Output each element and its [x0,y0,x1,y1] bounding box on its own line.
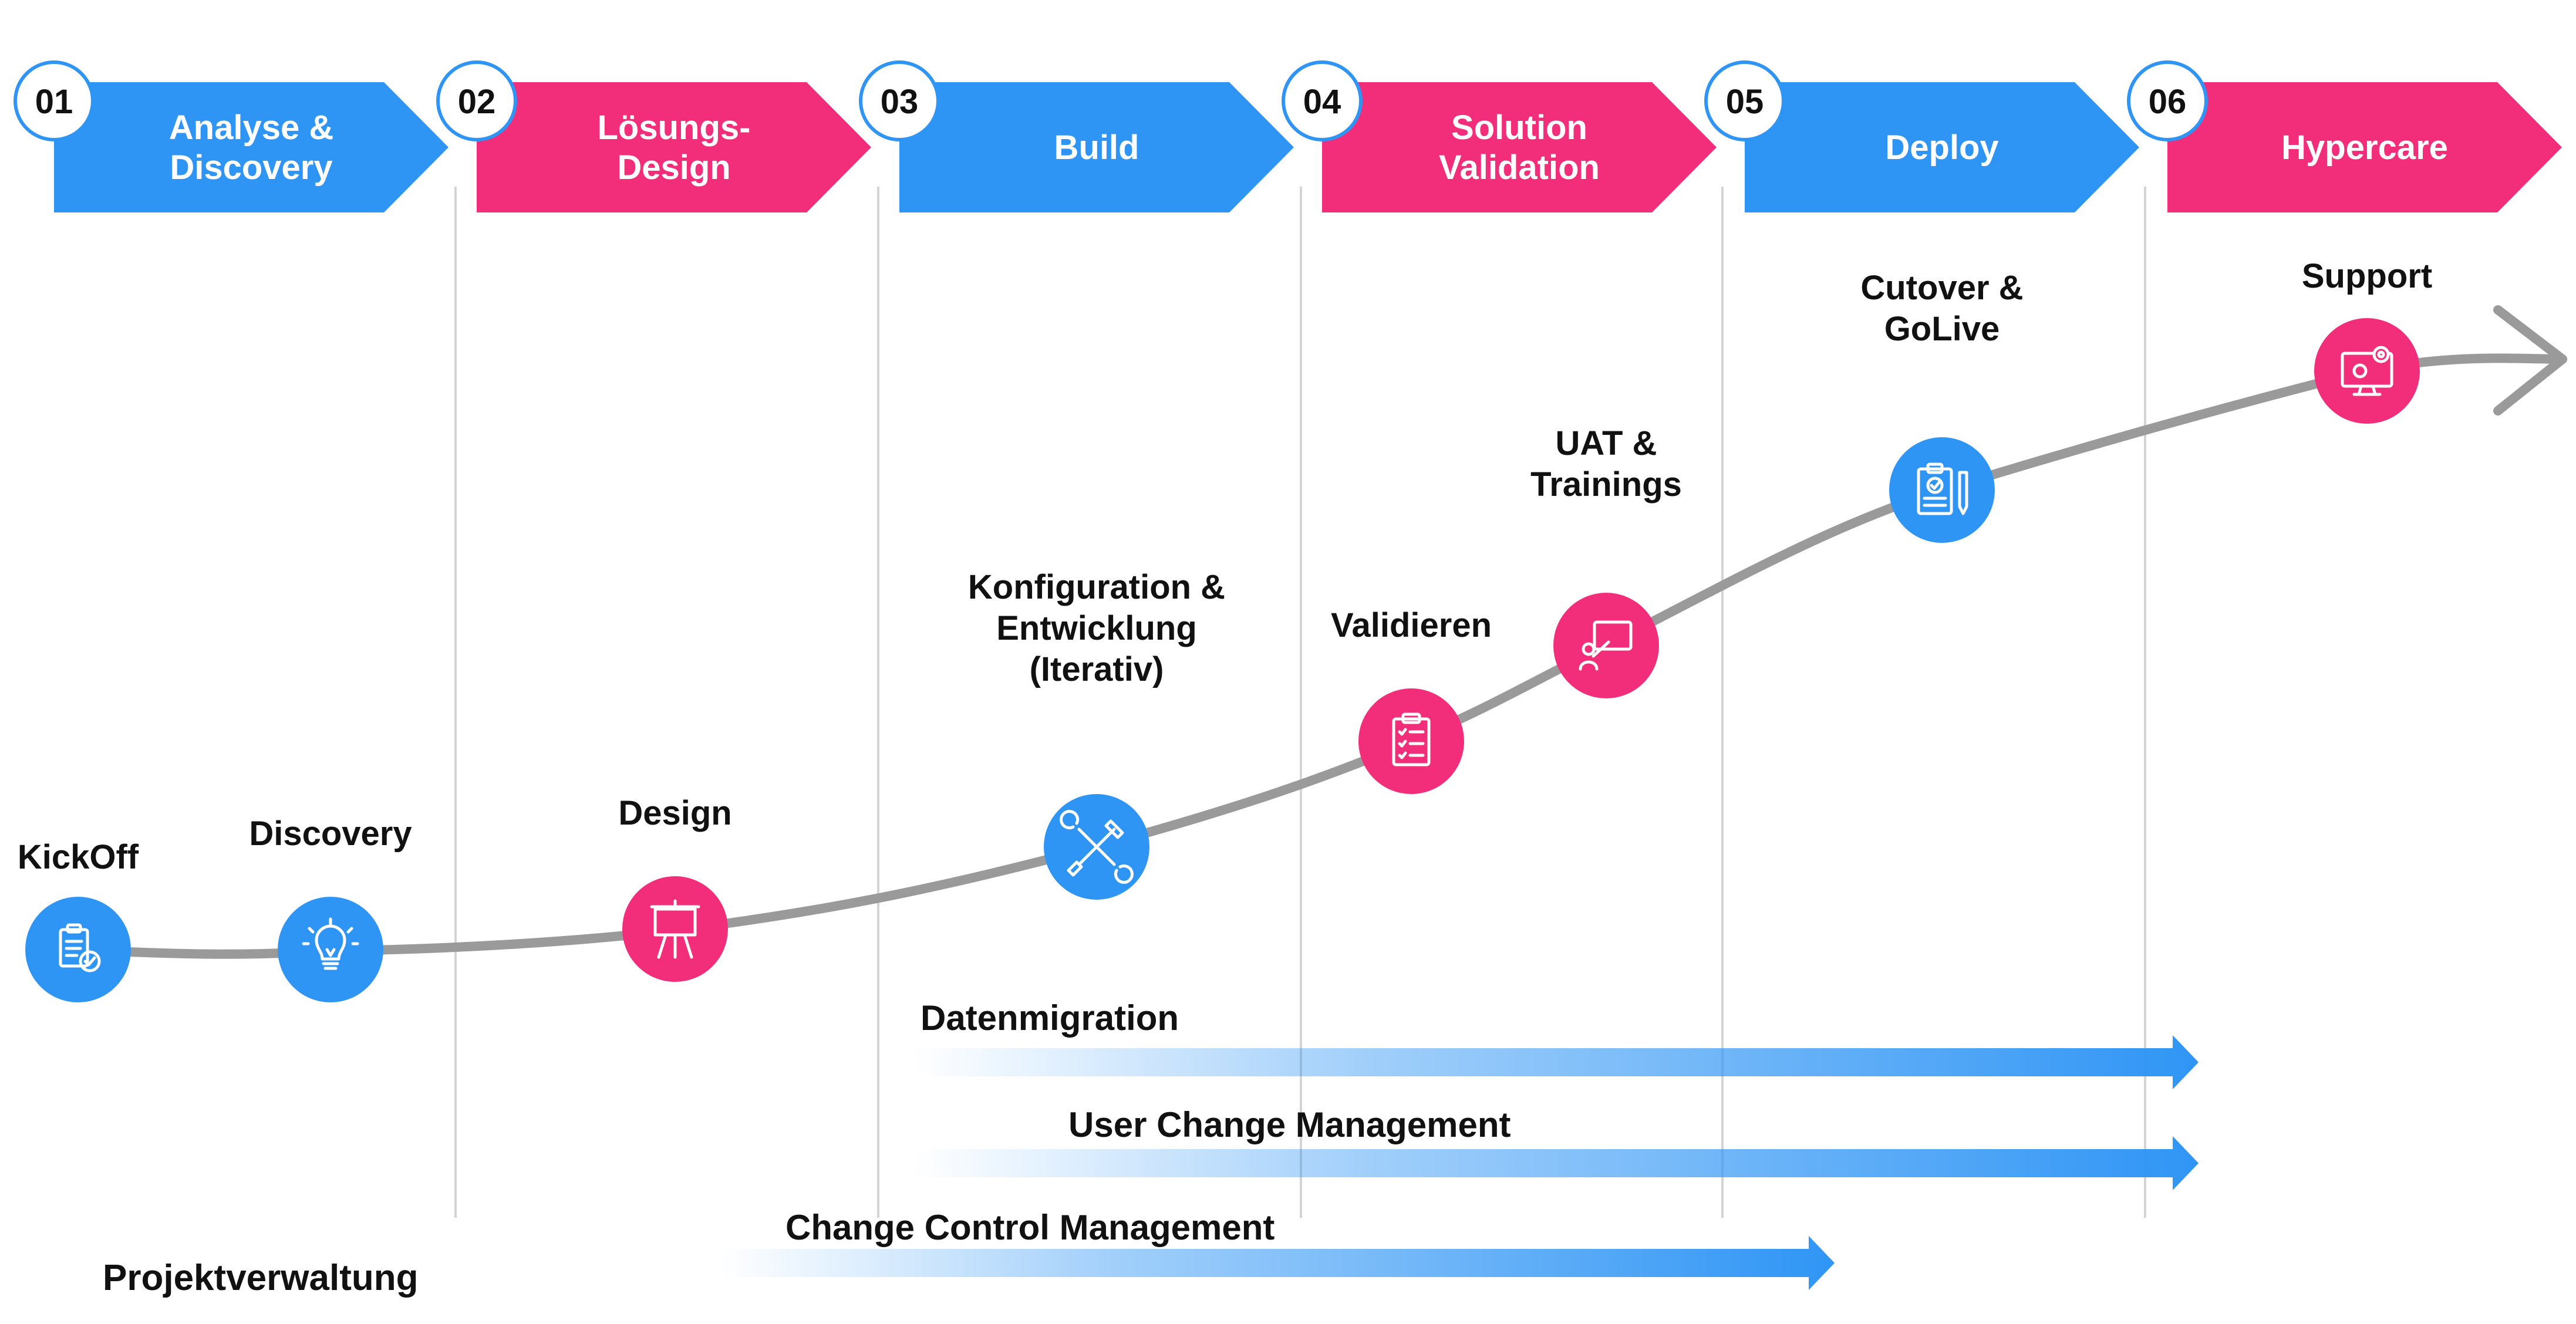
phase-03: Build 03 [859,60,1294,212]
phase-number-badge [1704,60,1785,141]
easel-icon [650,899,700,959]
phase-02: Lösungs-Design 02 [436,60,871,212]
progress-curve [73,305,2567,959]
phase-title: Deploy [1885,129,1998,167]
milestone-label: Design [618,794,731,832]
phase-number: 05 [1726,83,1764,121]
milestones: KickOff Discovery Design Konfiguration &Ent… [18,257,2432,1002]
phase-dividers [454,187,2146,1218]
phase-title: Design [617,148,730,187]
phase-chevron [54,82,449,212]
phase-number-badge [859,60,940,141]
phase-chevron [2167,82,2562,212]
phase-06: Hypercare 06 [2127,60,2562,212]
phase-number-badge [14,60,95,141]
milestone-label: Cutover & [1860,269,2023,307]
phase-title: Discovery [170,148,332,187]
phase-header: Analyse &Discovery01Lösungs-Design02Buil… [14,60,2562,212]
phase-title: Hypercare [2281,129,2448,167]
clipboard-check-icon [59,923,101,972]
tools-icon [1060,810,1134,884]
milestone-node [278,897,383,1002]
phase-title: Validation [1439,148,1600,187]
workstream-arrow-user-change [913,1136,2199,1190]
milestone-label: Konfiguration & [968,568,1225,606]
workstream-label-change-control: Change Control Management [785,1208,1274,1247]
progress-arrowhead [2493,305,2567,416]
monitor-gear-icon [2341,346,2393,396]
milestone-label: Entwicklung [996,609,1197,647]
milestone-label: GoLive [1884,310,2000,348]
phase-number: 04 [1303,83,1341,121]
phase-01: Analyse &Discovery 01 [14,60,449,212]
milestone-discovery: Discovery [249,815,412,1002]
phase-chevron [477,82,871,212]
progress-curve-line [73,353,2567,959]
phase-title: Lösungs- [598,109,751,147]
milestone-node [622,876,728,982]
milestone-uat: UAT &Trainings [1530,424,1682,698]
phase-number: 03 [881,83,919,121]
milestone-label: UAT & [1556,424,1657,462]
phase-number: 01 [35,83,73,121]
phase-number-badge [436,60,517,141]
milestone-konfiguration: Konfiguration &Entwicklung(Iterativ) [968,568,1225,900]
phase-title: Build [1054,129,1139,167]
phase-number: 02 [458,83,496,121]
phase-title: Analyse & [169,109,333,147]
milestone-design: Design [618,794,732,982]
clipboard-pen-icon [1917,462,1968,515]
milestone-label: (Iterativ) [1030,650,1164,688]
phase-chevron [899,82,1294,212]
workstream-arrow-change-control [722,1236,1835,1290]
milestone-label: Validieren [1331,606,1492,644]
milestone-validieren: Validieren [1331,606,1492,794]
workstream-label-datenmigration: Datenmigration [921,998,1179,1038]
phase-chevron [1745,82,2139,212]
milestone-label: Discovery [249,815,412,853]
phase-05: Deploy 05 [1704,60,2139,212]
footer-label-projektverwaltung: Projektverwaltung [103,1258,418,1298]
milestone-cutover: Cutover &GoLive [1860,269,2024,543]
presentation-icon [1579,620,1633,671]
milestone-support: Support [2302,257,2432,424]
milestone-node [1358,688,1464,794]
phase-number-badge [2127,60,2208,141]
checklist-icon [1392,712,1431,766]
workstream-label-user-change: User Change Management [1068,1105,1511,1144]
phase-chevron [1322,82,1717,212]
milestone-label: KickOff [18,838,139,876]
milestone-kickoff: KickOff [18,838,139,1002]
lightbulb-icon [302,917,359,970]
phase-title: Solution [1451,109,1587,147]
workstream-arrow-datenmigration [913,1035,2199,1089]
milestone-label: Trainings [1530,465,1682,504]
phase-number: 06 [2149,83,2187,121]
phase-number-badge [1282,60,1363,141]
milestone-label: Support [2302,257,2432,295]
